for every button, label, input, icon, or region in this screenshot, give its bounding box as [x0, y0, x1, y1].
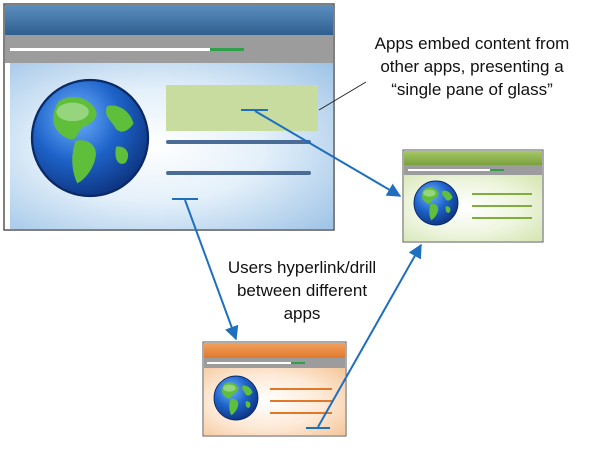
- orange-window-progress-indicator: [291, 362, 305, 364]
- green-window-text-line: [472, 193, 532, 195]
- embed-caption: Apps embed content from other apps, pres…: [352, 32, 592, 101]
- main-window-address-bar: [10, 48, 210, 51]
- orange-app-window: [202, 341, 347, 437]
- arrow-line: [184, 199, 239, 341]
- hyperlink-caption-line-2: between different: [236, 281, 368, 300]
- orange-window-text-line: [270, 400, 332, 402]
- main-window-titlebar: [5, 5, 333, 35]
- main-app-window: [3, 3, 335, 231]
- green-window-titlebar: [404, 151, 542, 165]
- orange-window-text-line: [270, 412, 332, 414]
- main-window-progress-indicator: [210, 48, 244, 51]
- hyperlink-caption: Users hyperlink/drill between different …: [212, 256, 392, 325]
- embedded-content-panel: [166, 85, 318, 131]
- embed-caption-line-3: “single pane of glass”: [391, 80, 553, 99]
- green-window-address-bar: [408, 169, 490, 171]
- orange-window-address-bar: [207, 362, 291, 364]
- green-window-text-line: [472, 205, 532, 207]
- main-window-text-line: [166, 140, 311, 144]
- main-window-text-line: [166, 171, 311, 175]
- arrow-line: [254, 110, 402, 197]
- embed-caption-line-2: other apps, presenting a: [380, 57, 564, 76]
- green-app-window: [402, 149, 544, 243]
- green-window-progress-indicator: [490, 169, 504, 171]
- arrow-main-to-orange: [172, 198, 239, 341]
- globe-icon: [213, 375, 259, 421]
- green-window-text-line: [472, 217, 532, 219]
- callout-line: [318, 81, 367, 111]
- embed-caption-line-1: Apps embed content from: [374, 34, 570, 53]
- globe-icon: [413, 180, 459, 226]
- hyperlink-caption-line-3: apps: [283, 304, 321, 323]
- hyperlink-caption-line-1: Users hyperlink/drill: [227, 258, 377, 277]
- arrow-orange-to-green: [306, 243, 422, 429]
- arrow-embedded-to-green: [241, 109, 402, 197]
- orange-window-text-line: [270, 388, 332, 390]
- arrow-line: [317, 243, 422, 428]
- globe-icon: [30, 78, 150, 198]
- orange-window-titlebar: [204, 343, 345, 358]
